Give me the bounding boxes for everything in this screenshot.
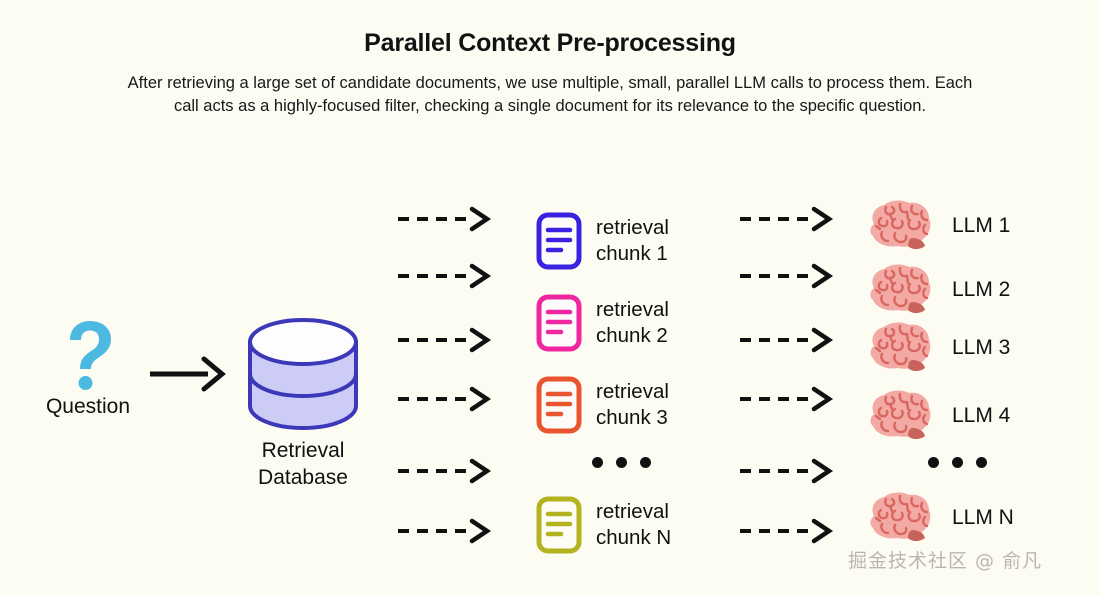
dashed-arrow-chunk-to-llm-5 <box>738 458 842 489</box>
chunk-label-line2: chunk 3 <box>596 406 668 429</box>
question-group: Question <box>28 318 148 419</box>
dashed-arrow-db-to-chunk-2 <box>396 263 500 294</box>
header: Parallel Context Pre-processing After re… <box>0 29 1100 119</box>
llm-item-n[interactable]: LLM N <box>862 490 1014 546</box>
dashed-arrow-chunk-to-llm-2 <box>738 263 842 294</box>
watermark: 掘金技术社区 @ 俞凡 <box>848 550 1043 572</box>
chunk-label-line2: chunk 1 <box>596 242 668 265</box>
database-label-line2: Database <box>258 465 348 489</box>
brain-icon <box>862 320 936 376</box>
llm-item-3[interactable]: LLM 3 <box>862 320 1010 376</box>
question-mark-icon <box>28 318 148 392</box>
arrow-right-icon <box>146 356 232 400</box>
ellipsis-dot <box>952 457 963 468</box>
llm-label: LLM 3 <box>952 336 1011 359</box>
question-label: Question <box>45 395 131 418</box>
llm-label: LLM 4 <box>952 404 1011 427</box>
ellipsis-dot <box>640 457 651 468</box>
database-label: Retrieval Database <box>228 438 378 492</box>
llm-label: LLM N <box>952 506 1014 529</box>
dashed-arrow-db-to-chunk-6 <box>396 518 500 549</box>
document-icon <box>536 212 582 270</box>
chunk-label: retrieval chunk 3 <box>596 379 669 431</box>
database-label-line1: Retrieval <box>261 439 345 462</box>
chunk-label: retrieval chunk 2 <box>596 297 669 349</box>
llm-ellipsis-icon <box>928 457 987 468</box>
chunk-label-line1: retrieval <box>596 215 669 239</box>
llm-label: LLM 1 <box>952 214 1011 237</box>
llm-item-1[interactable]: LLM 1 <box>862 198 1010 254</box>
dashed-arrow-chunk-to-llm-1 <box>738 206 842 237</box>
document-icon <box>536 376 582 434</box>
page-subtitle: After retrieving a large set of candidat… <box>127 73 973 116</box>
ellipsis-dot <box>928 457 939 468</box>
database-group: Retrieval Database <box>228 318 378 492</box>
chunk-label-line1: retrieval <box>596 297 669 321</box>
dashed-arrow-db-to-chunk-4 <box>396 386 500 417</box>
ellipsis-dot <box>976 457 987 468</box>
brain-icon <box>862 490 936 546</box>
chunk-label-line2: chunk 2 <box>596 324 668 347</box>
dashed-arrow-chunk-to-llm-6 <box>738 518 842 549</box>
chunk-label: retrieval chunk 1 <box>596 215 669 267</box>
chunk-item-n[interactable]: retrieval chunk N <box>536 496 671 554</box>
llm-item-4[interactable]: LLM 4 <box>862 388 1010 444</box>
flow-arrow <box>146 352 232 396</box>
dashed-arrow-db-to-chunk-3 <box>396 327 500 358</box>
llm-item-2[interactable]: LLM 2 <box>862 262 1010 318</box>
llm-label: LLM 2 <box>952 278 1011 301</box>
ellipsis-dot <box>592 457 603 468</box>
brain-icon <box>862 262 936 318</box>
dashed-arrow-db-to-chunk-5 <box>396 458 500 489</box>
database-cylinder-icon <box>228 318 378 430</box>
chunk-label: retrieval chunk N <box>596 499 671 551</box>
chunk-label-line1: retrieval <box>596 379 669 403</box>
chunk-item-2[interactable]: retrieval chunk 2 <box>536 294 669 352</box>
chunk-ellipsis-icon <box>592 457 651 468</box>
document-icon <box>536 294 582 352</box>
chunk-item-3[interactable]: retrieval chunk 3 <box>536 376 669 434</box>
ellipsis-dot <box>616 457 627 468</box>
document-icon <box>536 496 582 554</box>
dashed-arrow-chunk-to-llm-4 <box>738 386 842 417</box>
brain-icon <box>862 388 936 444</box>
dashed-arrow-db-to-chunk-1 <box>396 206 500 237</box>
chunk-label-line1: retrieval <box>596 499 669 523</box>
chunk-item-1[interactable]: retrieval chunk 1 <box>536 212 669 270</box>
brain-icon <box>862 198 936 254</box>
dashed-arrow-chunk-to-llm-3 <box>738 327 842 358</box>
page-title: Parallel Context Pre-processing <box>364 29 736 57</box>
chunk-label-line2: chunk N <box>596 526 672 549</box>
